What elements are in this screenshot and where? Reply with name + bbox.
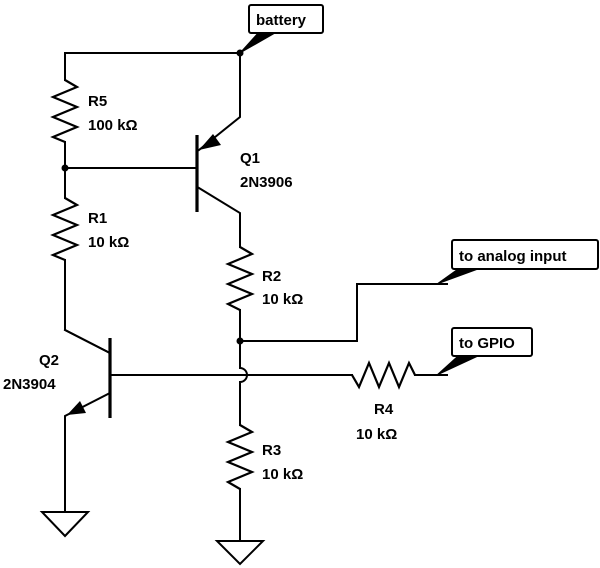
analog-input-tag: to analog input [436, 239, 599, 285]
r3-ref: R3 [262, 442, 281, 459]
q2-part: 2N3904 [3, 376, 56, 393]
battery-label: battery [256, 12, 307, 29]
gpio-label: to GPIO [459, 335, 515, 352]
r3-top-lead [239, 340, 248, 426]
r3-resistor [225, 424, 255, 490]
r4-ref: R4 [374, 401, 394, 418]
q1-ref: Q1 [240, 150, 260, 167]
q2-transistor [63, 328, 112, 513]
r1-resistor [50, 197, 80, 262]
q2-ground-symbol [39, 511, 91, 538]
q2-emitter-lead [64, 392, 110, 513]
q1-emitter-arrow [199, 134, 221, 150]
r5-resistor [50, 79, 80, 144]
r3-value: 10 kΩ [262, 466, 303, 483]
analog-wire [239, 283, 448, 342]
q1-part: 2N3906 [240, 174, 293, 191]
gpio-tag: to GPIO [436, 327, 533, 376]
r5-ref: R5 [88, 93, 107, 110]
q2-ref: Q2 [39, 352, 59, 369]
r4-resistor [351, 360, 416, 390]
r5-value: 100 kΩ [88, 117, 138, 134]
r1-bottom-lead [64, 259, 110, 354]
q2-emitter-arrow [67, 401, 86, 415]
r3-ground-symbol [214, 540, 266, 566]
analog-input-label: to analog input [459, 248, 566, 265]
r2-ref: R2 [262, 268, 281, 285]
battery-tag: battery [239, 4, 324, 54]
q1-transistor [195, 52, 241, 248]
r4-value: 10 kΩ [356, 426, 397, 443]
q1-collector-lead [197, 186, 241, 248]
q2-collector-lead [63, 328, 110, 354]
r1-value: 10 kΩ [88, 234, 129, 251]
q1-emitter-lead [197, 52, 241, 152]
r2-resistor [225, 246, 255, 311]
r1-ref: R1 [88, 210, 107, 227]
r2-value: 10 kΩ [262, 291, 303, 308]
